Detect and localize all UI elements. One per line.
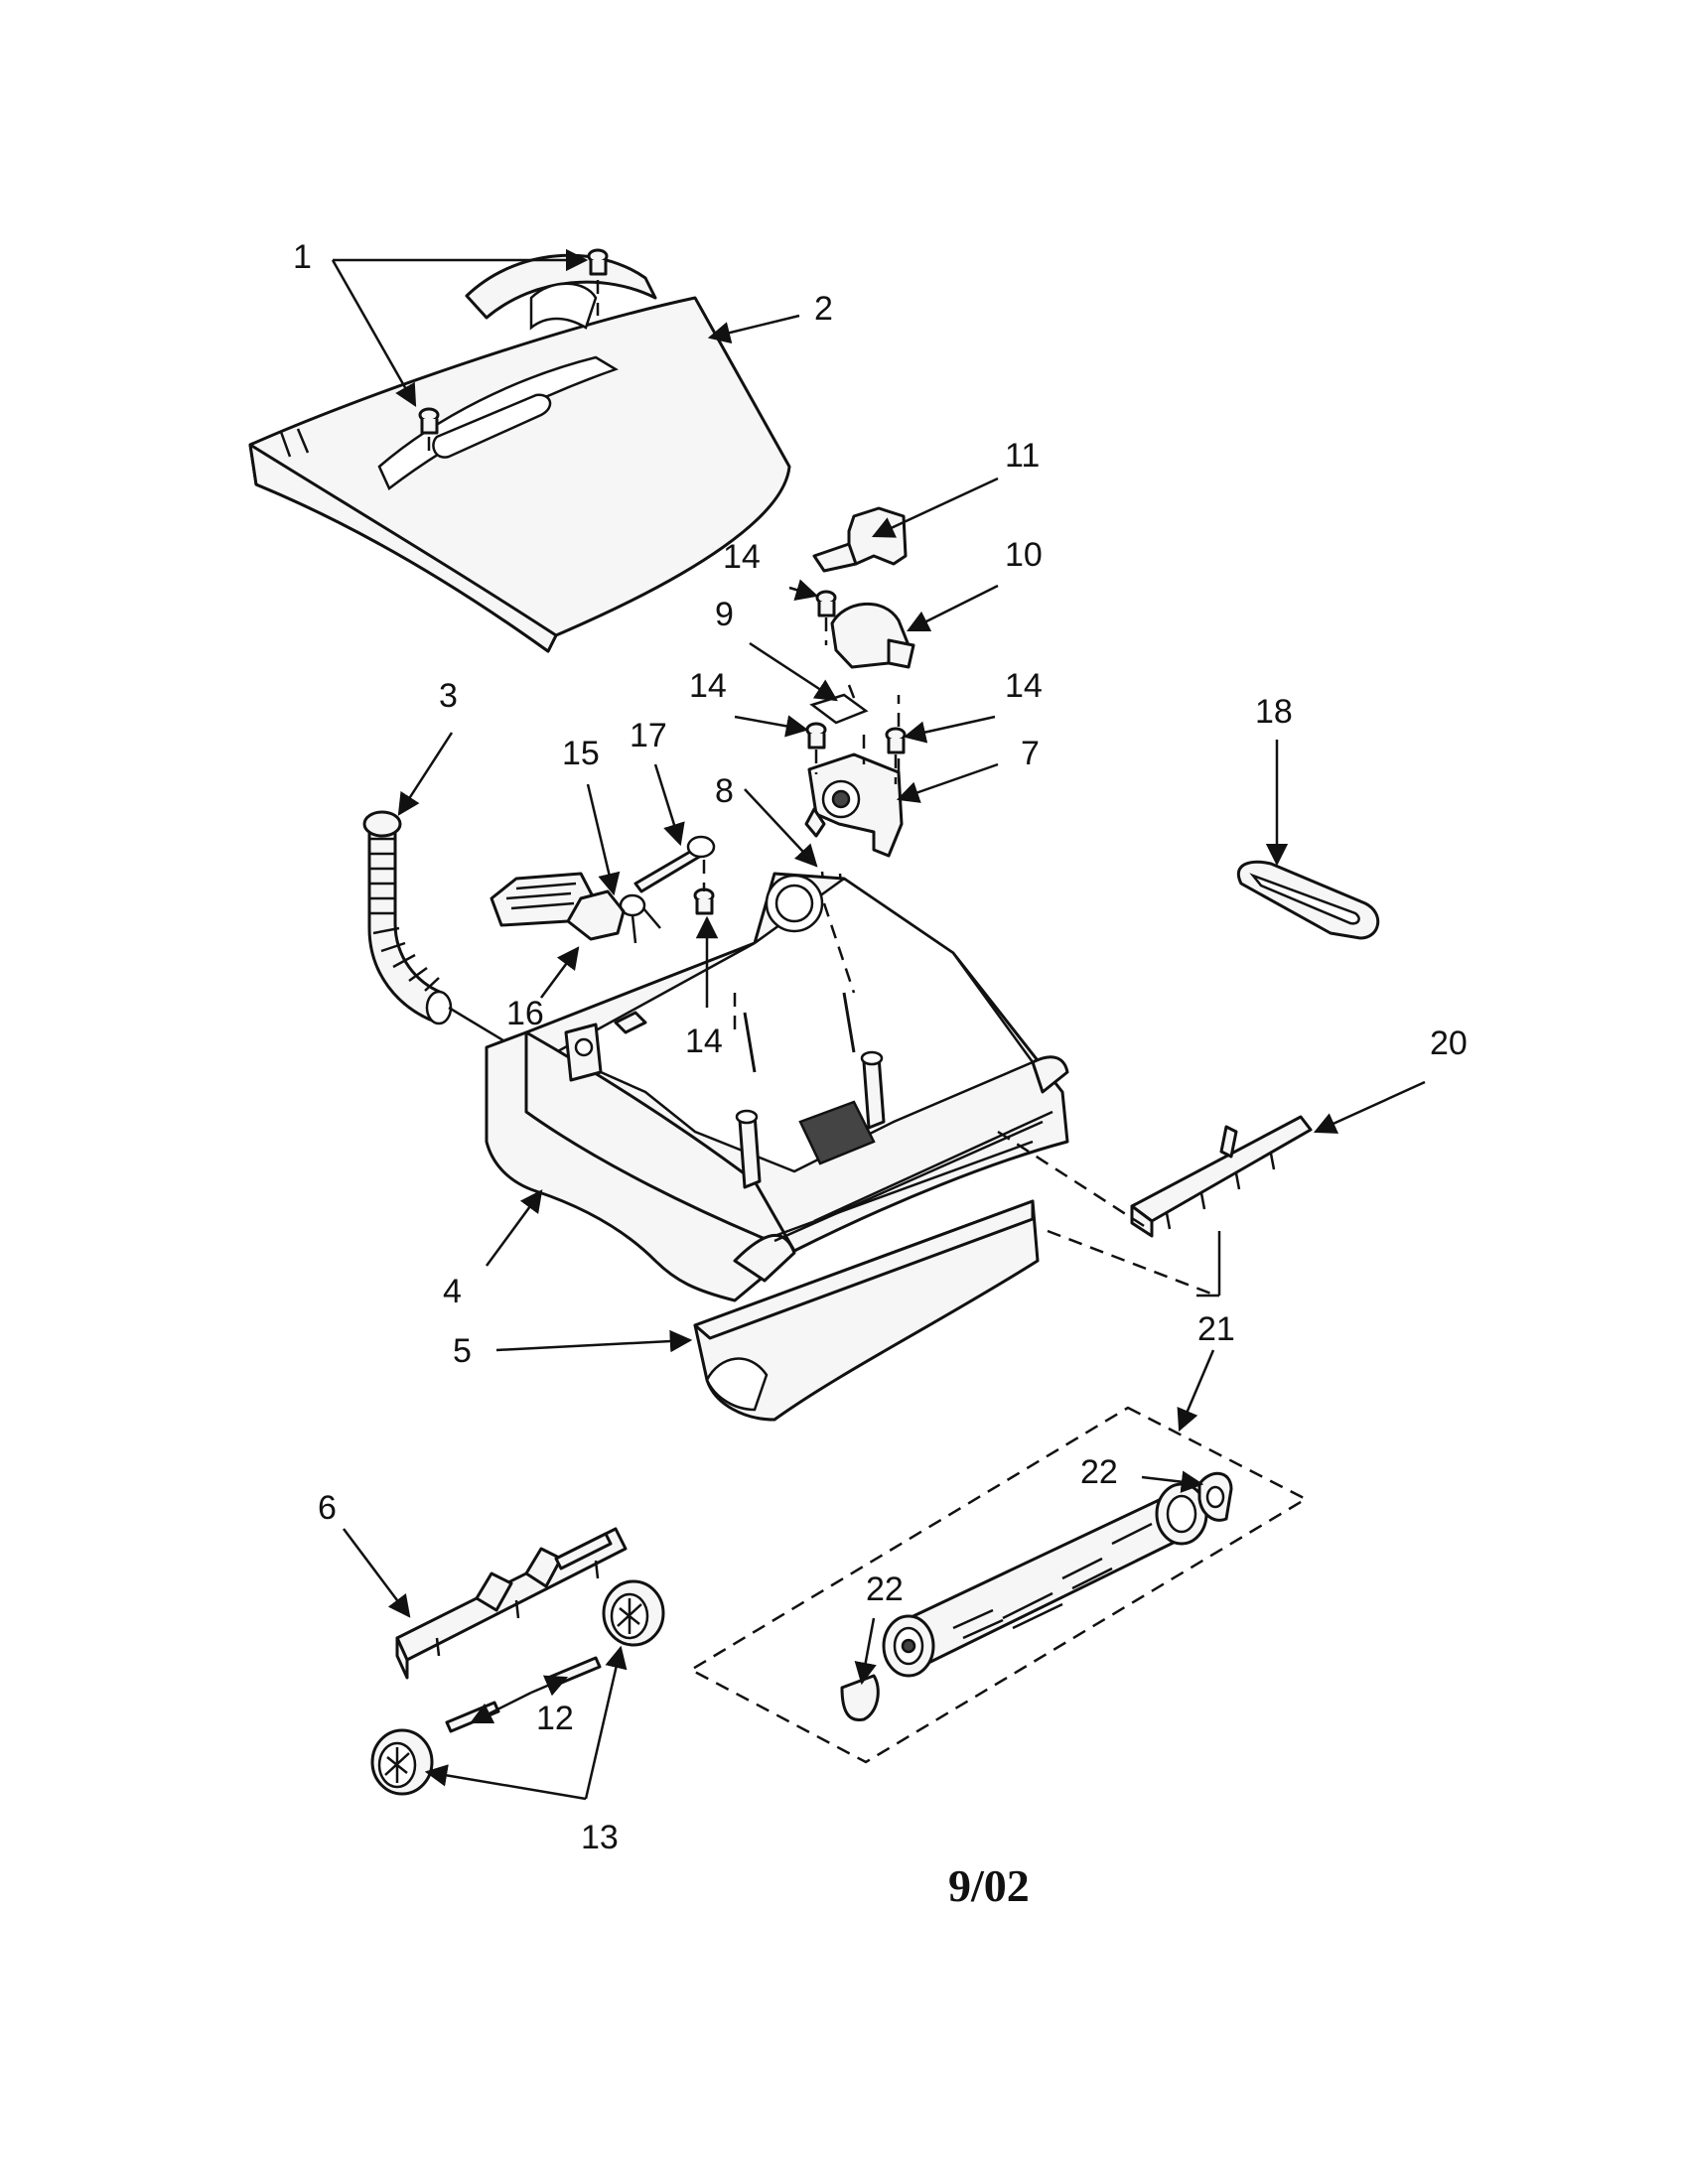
- callout-labels: 1 2 3 4 5 6 7 8 9 10 11 12 13 14 14 14 1…: [293, 238, 1468, 1856]
- callout-4: 4: [443, 1273, 462, 1310]
- callout-5: 5: [453, 1332, 472, 1370]
- callout-20: 20: [1430, 1024, 1468, 1062]
- hood-screws-part: [418, 248, 609, 459]
- spring-part: [619, 893, 661, 944]
- callout-16: 16: [506, 995, 544, 1032]
- callout-14-b: 14: [689, 667, 727, 705]
- pedal-part: [490, 872, 626, 941]
- revision-date: 9/02: [948, 1860, 1030, 1911]
- callout-10: 10: [1005, 536, 1043, 574]
- callout-22-a: 22: [1080, 1453, 1118, 1491]
- leader-lines: [331, 248, 1426, 1801]
- callout-8: 8: [715, 772, 734, 810]
- callout-14-c: 14: [1005, 667, 1043, 705]
- axle-part: [445, 1656, 602, 1733]
- callout-18: 18: [1255, 693, 1293, 731]
- rear-carriage-part: [395, 1527, 628, 1680]
- switch-cap-part: [812, 506, 908, 573]
- callout-22-b: 22: [866, 1570, 904, 1608]
- callout-13: 13: [581, 1819, 619, 1856]
- brushroll-bracket-part: [1130, 1115, 1313, 1238]
- switch-bracket-part: [804, 695, 904, 858]
- callout-14-a: 14: [723, 538, 761, 576]
- callout-1: 1: [293, 238, 312, 276]
- callout-7: 7: [1021, 735, 1040, 772]
- wheel-part: [370, 1579, 665, 1796]
- callout-6: 6: [318, 1489, 337, 1527]
- callout-2: 2: [814, 290, 833, 328]
- callout-14-d: 14: [685, 1023, 723, 1060]
- belt-part: [1237, 860, 1380, 940]
- base-housing-part: [485, 872, 1069, 1302]
- callout-17: 17: [630, 717, 667, 754]
- callout-9: 9: [715, 596, 734, 633]
- callout-15: 15: [562, 735, 600, 772]
- switch-cover-part: [830, 603, 915, 669]
- callout-11: 11: [1005, 437, 1040, 475]
- callout-3: 3: [439, 677, 458, 715]
- pedal-screw-part: [693, 860, 715, 915]
- bottom-plate-part: [693, 1140, 1040, 1422]
- brushroll-assembly-part: [688, 1406, 1309, 1764]
- pedal-pin-part: [633, 835, 716, 893]
- hood-cover-part: [248, 253, 791, 653]
- callout-12: 12: [536, 1700, 574, 1737]
- callout-21: 21: [1197, 1310, 1235, 1348]
